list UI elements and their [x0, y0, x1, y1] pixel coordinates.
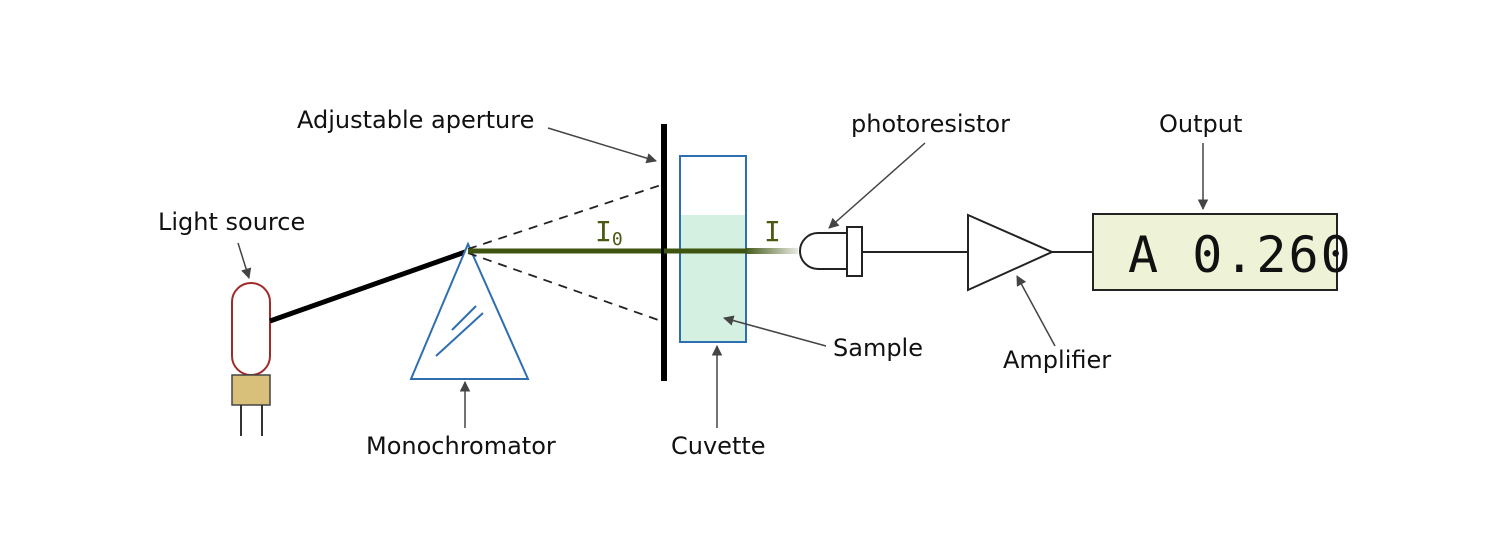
sample-arrow [722, 315, 827, 347]
absorbance-reading: A 0.260 [1128, 226, 1353, 284]
dispersed-ray-upper [467, 183, 665, 250]
aperture-label: Adjustable aperture [297, 106, 534, 134]
output-display: A 0.260 [1092, 213, 1353, 291]
lcd-panel [1092, 213, 1338, 291]
sample-liquid [680, 215, 746, 342]
white-light-beam [269, 248, 469, 324]
prism-shine-1 [451, 305, 477, 331]
light-source-bulb [231, 282, 271, 436]
light-source-label: Light source [158, 208, 305, 236]
aperture-arrow [547, 127, 658, 164]
monochromator-label: Monochromator [366, 432, 556, 460]
bulb-base [231, 374, 271, 406]
cuvette-label: Cuvette [671, 432, 766, 460]
photoresistor-flange [846, 226, 863, 277]
amplifier-arrow [1016, 275, 1056, 347]
amplifier-triangle [967, 213, 1055, 292]
prism-shine-2 [435, 312, 484, 357]
photoresistor-body [799, 232, 848, 270]
dispersed-ray-lower [467, 252, 665, 323]
incident-intensity-label: I0 [595, 215, 623, 250]
monochromator-prism [409, 241, 530, 380]
photoresistor-label: photoresistor [851, 110, 1010, 138]
sample-label: Sample [833, 334, 923, 362]
bulb-glass [231, 282, 271, 376]
transmitted-beam [746, 248, 798, 254]
photoresistor [799, 226, 863, 277]
photoresistor-arrow [828, 142, 926, 229]
output-label: Output [1159, 110, 1242, 138]
transmitted-intensity-label: I [764, 215, 781, 248]
amplifier-label: Amplifier [1003, 346, 1111, 374]
light-source-arrow [237, 242, 252, 280]
